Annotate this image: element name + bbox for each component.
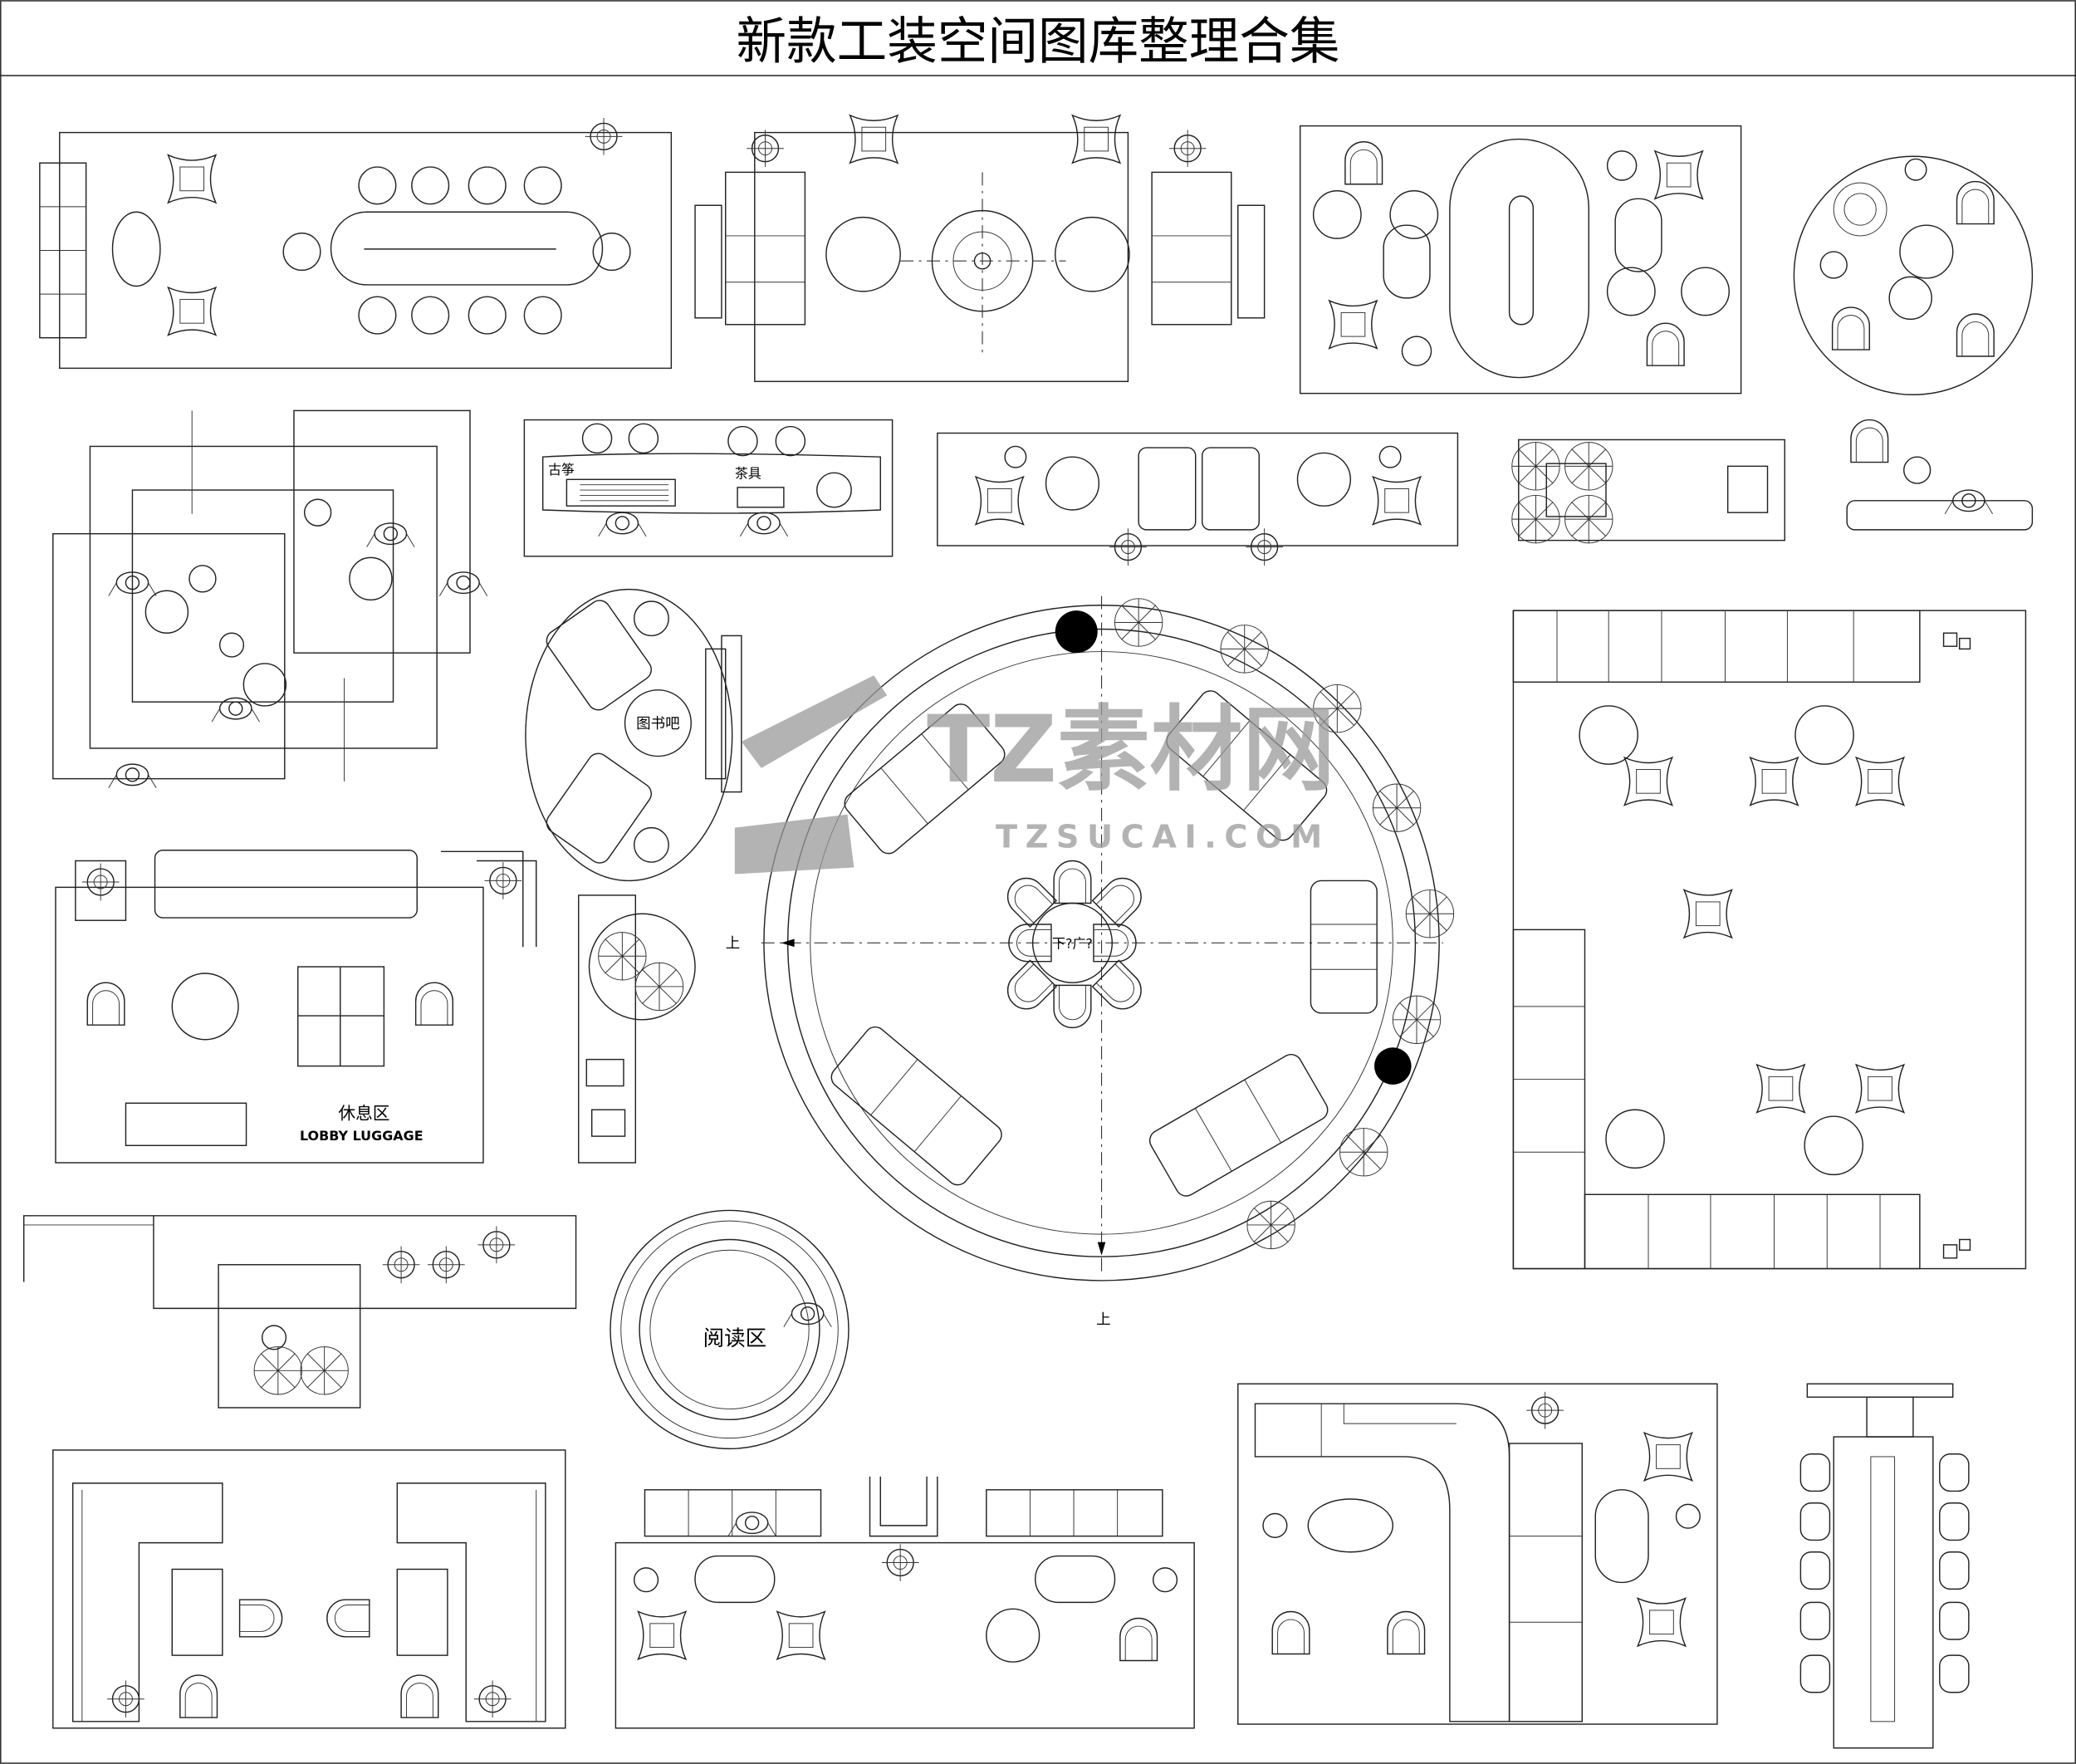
plan-oval-table [1299,125,1742,394]
plan-symmetric-lounge [694,115,1266,383]
watermark-url: TZSUCAI.COM [996,819,1330,856]
plan-round-lounge [1793,155,2034,395]
label-guzheng: 古筝 [548,462,575,478]
plan-reception-counter [22,1215,577,1409]
plan-large-lounge [1512,610,2027,1270]
label-up-left: 上 [726,936,741,953]
label-rest-area: 休息区 [338,1103,389,1123]
plan-corner-sofa [1237,1383,1718,1725]
plan-round-hall: 下?广? 上 上 [726,595,1455,1329]
plan-sofa-pair [937,432,1459,566]
plan-lobby: 休息区 LOBBY LUGGAGE [55,850,537,1164]
label-book-bar: 图书吧 [636,716,680,733]
plan-counter [1846,419,2034,531]
plan-book-bar: 图书吧 [525,588,742,882]
plan-narrow-desk [578,894,696,1164]
plan-conference-table [1799,1383,1970,1749]
label-reading-area: 阅读区 [703,1326,767,1351]
watermark-brand: TZ素材网 [927,696,1335,804]
label-center-table: 下?广? [1052,936,1093,952]
plan-standing-area [52,409,488,789]
label-lobby-luggage: LOBBY LUGGAGE [300,1128,424,1144]
watermark: TZ素材网 TZSUCAI.COM [734,675,1335,875]
plan-meeting-lounge [39,117,673,370]
plan-office-pair [52,1449,566,1729]
plan-reading-area: 阅读区 [610,1209,849,1450]
label-tea-set: 茶具 [735,466,761,482]
plan-waiting-area [614,1476,1195,1729]
plan-guzheng-tea: 古筝 茶具 [523,419,894,557]
plan-tree-desk [1511,439,1785,544]
sheet-title: 新款工装空间图库整理合集 [737,12,1340,71]
label-up-bottom: 上 [1096,1312,1111,1329]
